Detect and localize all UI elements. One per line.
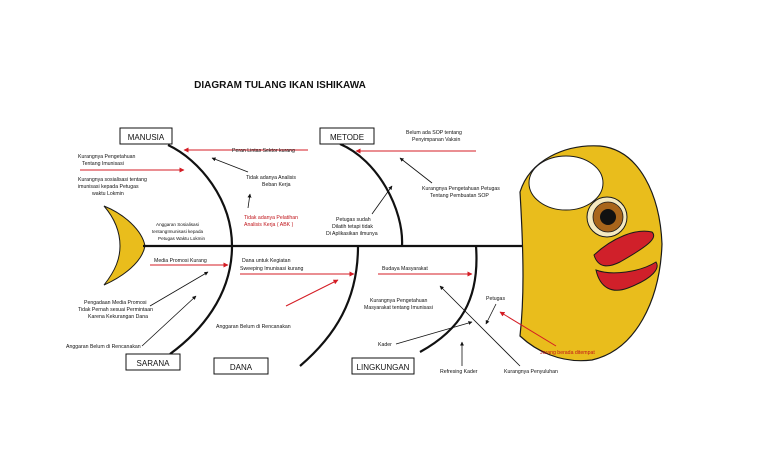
cause-metode-c3c: Di Aplikasikan ilmunya	[326, 231, 378, 237]
arrow-sarana-c3	[141, 295, 197, 347]
bone-dana	[299, 245, 360, 367]
cause-lingkungan-c4: Kader	[378, 342, 392, 348]
svg-text:DANA: DANA	[230, 363, 253, 372]
cause-manusia-c1: Peran Lintas Sektor kurang	[232, 148, 295, 154]
cause-manusia-c3b: imunisasi kepada Petugas	[78, 184, 139, 190]
cause-metode-c1a: Belum ada SOP tentang	[406, 130, 462, 136]
cause-manusia-c5b: Analisis Kerja ( ABK )	[244, 222, 294, 228]
bone-metode	[339, 142, 404, 247]
cause-sarana-c3: Anggaran Belum di Rencanakan	[66, 344, 141, 350]
cause-sarana-c2a: Pengadaan Media Promosi	[84, 300, 147, 306]
diagram-title: DIAGRAM TULANG IKAN ISHIKAWA	[194, 80, 366, 91]
bone-sarana	[169, 245, 234, 355]
cause-manusia-c6b: tentangImunisasi kepada	[152, 229, 204, 234]
category-metode: METODE	[319, 127, 375, 145]
svg-text:MANUSIA: MANUSIA	[128, 133, 165, 142]
arrow-metode-c3	[371, 185, 393, 215]
cause-manusia-c2b: Tentang Imunisasi	[82, 161, 124, 167]
arrow-dana-c2	[285, 279, 339, 307]
cause-manusia-c3a: Kurangnya sosialisasi tentang	[78, 177, 147, 183]
cause-lingkungan-c2a: Kurangnya Pengetahuan	[370, 298, 428, 304]
cause-sarana-c2b: Tidak Pernah sesuai Permintaan	[78, 307, 153, 313]
arrow-lingkungan-c6	[439, 285, 521, 367]
cause-manusia-c3c: waktu Lokmin	[92, 191, 124, 197]
arrow-lingkungan-c7	[499, 311, 557, 347]
cause-lingkungan-c3: Petugas	[486, 296, 505, 302]
arrow-lingkungan-c4	[395, 321, 473, 345]
cause-sarana-c1: Media Promosi Kurang	[154, 258, 207, 264]
cause-metode-c3a: Petugas sudah	[336, 217, 371, 223]
cause-dana-c1a: Dana untuk Kegiatan	[242, 258, 291, 264]
category-sarana: SARANA	[125, 353, 181, 371]
cause-metode-c1b: Penyimpanan Vaksin	[412, 137, 460, 143]
category-dana: DANA	[213, 357, 269, 375]
cause-manusia-c5a: Tidak adanya Pelatihan	[244, 215, 298, 221]
cause-manusia-c6c: Petugas Waktu Lokmin	[158, 236, 206, 241]
cause-manusia-c4a: Tidak adanya Analisis	[246, 175, 296, 181]
lips-icon	[593, 230, 658, 291]
arrow-manusia-c5	[247, 193, 252, 209]
cause-lingkungan-c1: Budaya Masyarakat	[382, 266, 428, 272]
cause-dana-c2: Anggaran Belum di Rencanakan	[216, 324, 291, 330]
arrow-sarana-c2	[149, 271, 209, 307]
cause-lingkungan-c6: Kurangnya Penyuluhan	[504, 369, 558, 375]
fish-tail	[103, 205, 146, 286]
cause-sarana-c2c: Karena Kekurangan Dana	[88, 314, 148, 320]
cause-metode-c2b: Tentang Pembuatan SOP	[430, 193, 489, 199]
bone-manusia	[167, 144, 234, 247]
svg-text:LINGKUNGAN: LINGKUNGAN	[357, 363, 410, 372]
arrow-manusia-c4	[211, 157, 249, 173]
svg-text:SARANA: SARANA	[137, 359, 171, 368]
cause-metode-c3b: Dilatih tetapi tidak	[332, 224, 373, 230]
cause-manusia-c2a: Kurangnya Pengetahuan	[78, 154, 136, 160]
cause-manusia-c4b: Beban Kerja	[262, 182, 291, 188]
arrow-lingkungan-c3	[485, 303, 497, 325]
cause-manusia-c6a: Anggaran Sosialisasi	[156, 222, 199, 227]
cause-dana-c1b: Sweeping Imunisasi kurang	[240, 266, 304, 272]
arrow-metode-c2	[399, 157, 433, 184]
cause-lingkungan-c7: Jarang berada ditempat	[540, 350, 595, 356]
category-manusia: MANUSIA	[119, 127, 173, 145]
eye-icon	[586, 196, 628, 238]
bone-lingkungan	[419, 245, 478, 353]
svg-text:METODE: METODE	[330, 133, 364, 142]
cause-metode-c2a: Kurangnya Pengetahuan Petugas	[422, 186, 500, 192]
category-lingkungan: LINGKUNGAN	[351, 357, 415, 375]
head-label-spot	[528, 155, 604, 211]
cause-lingkungan-c2b: Masyarakat tentang Imunisasi	[364, 305, 433, 311]
cause-lingkungan-c5: Refresing Kader	[440, 369, 478, 375]
